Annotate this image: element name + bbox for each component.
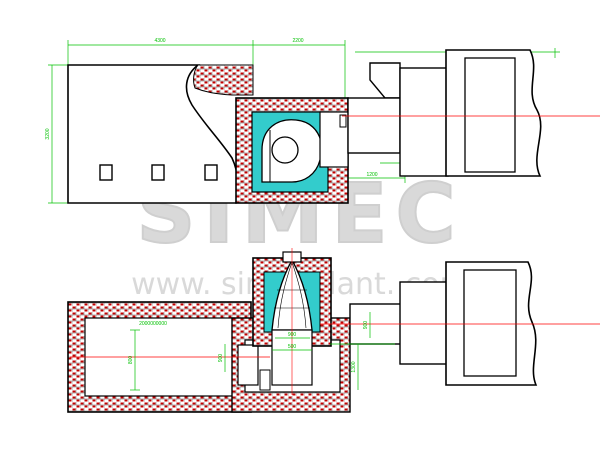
port-3 <box>204 164 218 181</box>
dim-height-left: 3200 <box>45 128 51 139</box>
bottom-dimension-lines <box>130 312 395 391</box>
dim-outlet-2: 900 <box>363 321 369 330</box>
bottom-cylinder <box>445 261 538 386</box>
top-brick-band <box>193 64 254 96</box>
dim-inner-length: 2000000000 <box>139 321 167 327</box>
dim-nozzle-1: 900 <box>218 354 224 363</box>
port-2 <box>151 164 165 181</box>
dim-outlet-1: 1300 <box>351 361 357 372</box>
dim-inner-height: 800 <box>128 356 134 365</box>
top-outlet-flap <box>339 114 347 128</box>
top-duct-hood <box>369 62 401 99</box>
top-cylinder <box>445 49 542 177</box>
top-view: 4300 2200 3200 1200 1200 500 1200 310 22… <box>45 38 600 204</box>
dim-overall-width-right: 2200 <box>292 38 303 44</box>
burner-circle <box>271 136 299 164</box>
dim-overall-width-left: 4300 <box>154 38 165 44</box>
dim-inner-2: 1200 <box>366 172 377 178</box>
port-1 <box>99 164 113 181</box>
bottom-flange <box>399 281 449 365</box>
bottom-step-2 <box>259 369 271 391</box>
bottom-view: 2000000000 800 900 900 500 1300 900 <box>67 248 600 413</box>
dim-nozzle-2: 900 <box>288 332 297 338</box>
dim-nozzle-3: 500 <box>288 344 297 350</box>
top-cylinder-inner <box>464 57 516 173</box>
bottom-step-1 <box>237 344 259 386</box>
top-duct <box>347 97 401 154</box>
bottom-cylinder-inner <box>463 269 517 377</box>
top-duct-flange <box>399 67 449 177</box>
